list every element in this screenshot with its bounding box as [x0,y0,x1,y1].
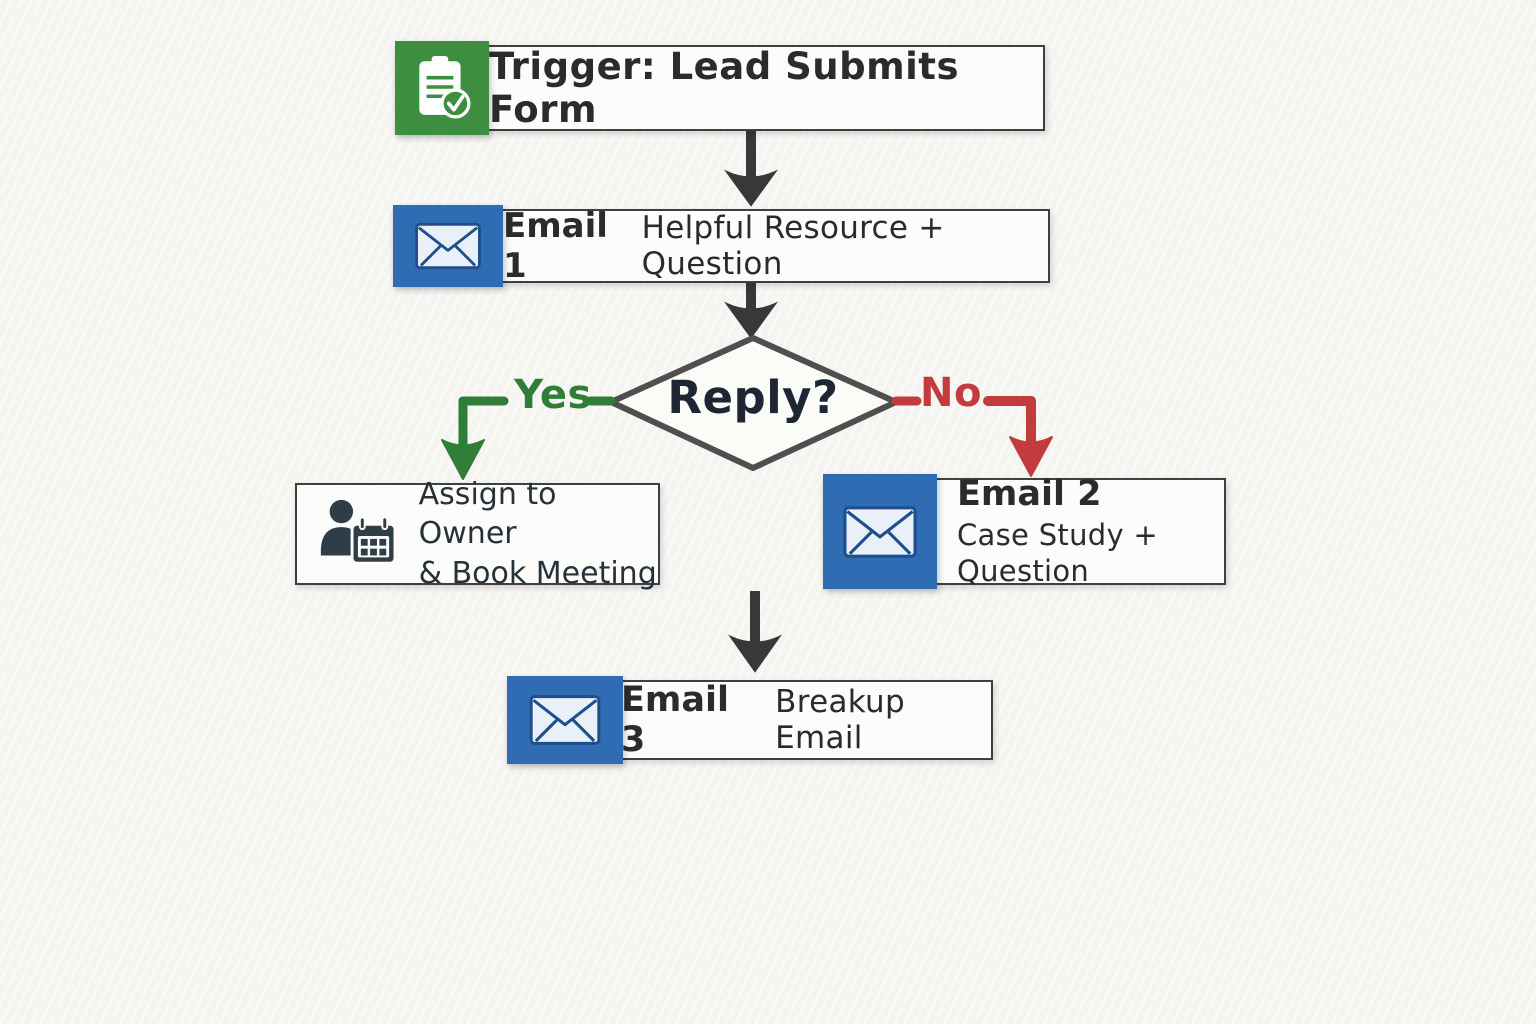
trigger-label: Trigger: Lead Submits Form [489,45,960,131]
email2-prefix: Email 2 [957,474,1102,515]
email2-node: Email 2 Case Study + Question [823,474,1226,589]
assign-label-line2: & Book Meeting [418,555,657,591]
assign-label-line1: Assign to Owner [418,476,557,552]
arrow-decision-to-email3 [728,591,782,673]
email1-node: Email 1 Helpful Resource + Question [393,205,1050,287]
yes-branch-label: Yes [514,372,592,418]
email2-icon-block [823,474,937,589]
email1-icon-block [393,205,503,287]
person-calendar-icon [320,499,397,565]
email3-prefix: Email 3 [621,680,729,760]
envelope-icon [529,695,601,745]
assign-node: Assign to Owner & Book Meeting [295,477,660,591]
email1-prefix: Email 1 [503,206,608,286]
envelope-icon [843,505,917,558]
email3-label: Breakup Email [775,684,905,756]
clipboard-check-icon [419,56,471,119]
email3-node: Email 3 Breakup Email [507,676,993,764]
no-branch-label: No [920,370,982,416]
arrow-trigger-to-email1 [723,131,779,207]
trigger-node: Trigger: Lead Submits Form [395,41,1045,135]
decision-label: Reply? [667,371,839,424]
arrow-email1-to-decision [723,283,779,339]
email1-label: Helpful Resource + Question [641,210,945,282]
email3-icon-block [507,676,623,764]
trigger-icon-block [395,41,489,135]
email2-label: Case Study + Question [957,518,1159,589]
envelope-icon [415,222,481,270]
